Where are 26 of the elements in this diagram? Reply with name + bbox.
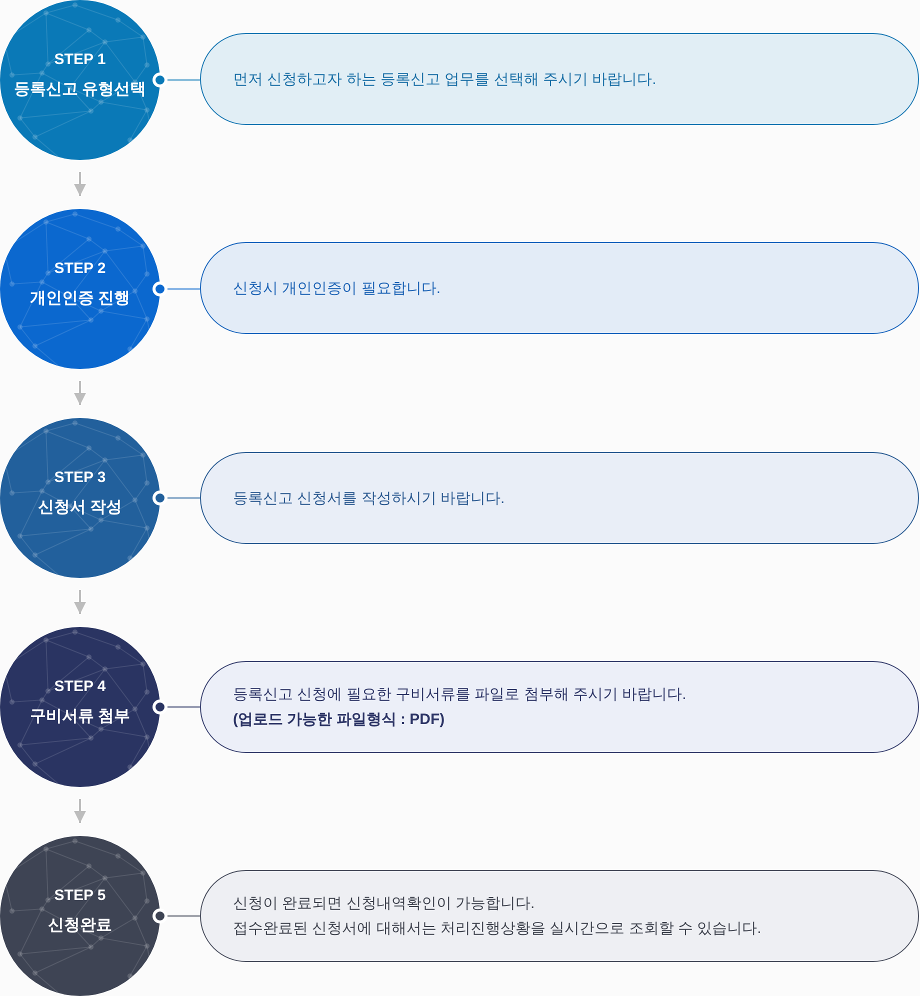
step-number: STEP 4 [54, 677, 106, 697]
description-text: 접수완료된 신청서에 대해서는 처리진행상황을 실시간으로 조회할 수 있습니다. [233, 919, 762, 939]
note-text: (업로드 가능한 파일형식 : PDF) [233, 710, 445, 730]
connector-line [152, 700, 200, 714]
description-text: 신청이 완료되면 신청내역확인이 가능합니다. [233, 894, 535, 914]
description-text: 등록신고 신청서를 작성하시기 바랍니다. [233, 488, 505, 508]
connector-line [152, 908, 200, 924]
step-title: 등록신고 유형선택 [14, 80, 146, 100]
arrow [74, 172, 86, 196]
step-title: 신청완료 [48, 916, 112, 936]
arrow [74, 381, 86, 405]
description-text: 먼저 신청하고자 하는 등록신고 업무를 선택해 주시기 바랍니다. [233, 70, 656, 90]
arrow [74, 590, 86, 614]
connector-line [152, 490, 200, 506]
description-text: 신청시 개인인증이 필요합니다. [233, 278, 441, 298]
step-title: 개인인증 진행 [30, 289, 130, 309]
step-title: 신청서 작성 [38, 498, 122, 518]
connector-line [152, 282, 200, 296]
description-text: 등록신고 신청에 필요한 구비서류를 파일로 첨부해 주시기 바랍니다. [233, 685, 686, 705]
step-number: STEP 5 [54, 886, 106, 906]
connector-line [152, 72, 200, 88]
arrow [74, 799, 86, 823]
step-title: 구비서류 첨부 [30, 707, 130, 727]
step-number: STEP 1 [54, 50, 106, 70]
step-number: STEP 3 [54, 468, 106, 488]
step-number: STEP 2 [54, 259, 106, 279]
